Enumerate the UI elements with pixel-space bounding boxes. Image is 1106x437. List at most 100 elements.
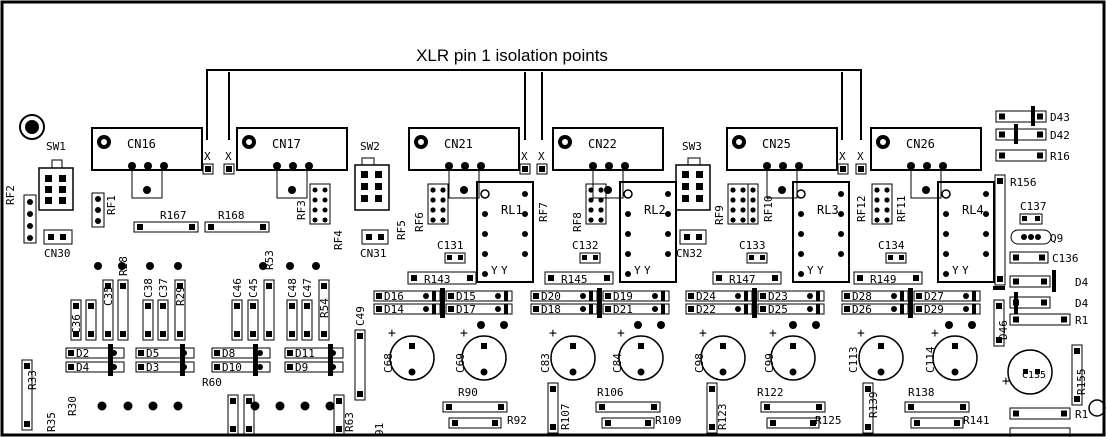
label-y: Y <box>817 264 824 277</box>
resistor-r1-b: R1 <box>1009 407 1088 421</box>
label-plus: + <box>388 326 396 341</box>
label-c69: C69 <box>454 353 467 373</box>
resistor-r123-body <box>706 382 718 434</box>
label-r149: R149 <box>870 273 897 286</box>
label-d4x: D4 <box>1075 276 1089 289</box>
label-c37: C37 <box>157 278 170 298</box>
label-r147: R147 <box>729 273 756 286</box>
resistor-r149: R149 <box>853 271 923 286</box>
rf3-rf4: RF3 RF4 <box>295 183 345 250</box>
cap-c47: C47 <box>301 278 314 341</box>
svg-text:RF4: RF4 <box>332 230 345 250</box>
label-r106: R106 <box>597 386 624 399</box>
electrolytic-c69: +C69 <box>454 326 507 381</box>
label-c99: C99 <box>763 353 776 373</box>
diode-d9: D9 <box>284 361 344 374</box>
diode-d8: D8 <box>211 347 271 360</box>
cap-c45: C45 <box>247 278 260 341</box>
electrolytic-c84: +C84 <box>611 326 664 381</box>
label-rf8: RF8 <box>571 212 584 232</box>
label-rf9: RF9 <box>713 205 726 225</box>
label-r54: R54 <box>318 298 331 318</box>
svg-text:CN32: CN32 <box>676 247 703 260</box>
label-cn16: CN16 <box>127 137 156 151</box>
label-d4y: D4 <box>1075 297 1089 310</box>
label-r156: R156 <box>1010 176 1037 189</box>
label-d19: D19 <box>613 290 633 303</box>
cap-c133: C133 <box>739 239 768 264</box>
label-d11: D11 <box>295 347 315 360</box>
diode-d4-right-a: D4 <box>1009 270 1089 292</box>
label-rl3: RL3 <box>817 203 839 217</box>
label-d18: D18 <box>541 303 561 316</box>
diagram-title: XLR pin 1 isolation points <box>416 46 608 65</box>
diode-d21: D21 <box>602 303 670 316</box>
cap-c36: C36 <box>70 299 83 341</box>
label-d8: D8 <box>222 347 235 360</box>
resistor-bottom-c <box>333 394 345 436</box>
label-d42: D42 <box>1050 129 1070 142</box>
resistor-pack-rf11: RF11 <box>871 183 908 225</box>
label-q9: Q9 <box>1050 232 1063 245</box>
label-r125: R125 <box>815 414 842 427</box>
rf1: RF1 <box>91 192 118 228</box>
label-c68: C68 <box>382 353 395 373</box>
cap-c132: C132 <box>572 239 601 264</box>
svg-text:CN30: CN30 <box>44 247 71 260</box>
electrolytic-c68: + C68 <box>382 326 435 381</box>
diode-d42: D42 <box>995 124 1070 144</box>
mounting-hole <box>19 114 45 140</box>
isolation-point-1: X <box>202 150 214 175</box>
svg-text:RF2: RF2 <box>4 185 17 205</box>
label-d24: D24 <box>696 290 716 303</box>
label-plus: + <box>1002 374 1010 389</box>
cap-c37: C37 <box>157 278 170 341</box>
label-r138: R138 <box>908 386 935 399</box>
label-c134: C134 <box>878 239 905 252</box>
label-c98: C98 <box>693 353 706 373</box>
isolation-point-2: X <box>223 150 235 175</box>
label-d16: D16 <box>384 290 404 303</box>
diode-d20: D20 <box>530 290 598 303</box>
svg-text:RF1: RF1 <box>105 195 118 215</box>
diode-d46-body <box>993 299 1005 347</box>
resistor-r109: R109 <box>601 414 682 429</box>
electrolytic-c83: +C83 <box>539 326 596 381</box>
cap-c46: C46 <box>231 278 244 341</box>
label-d43: D43 <box>1050 111 1070 124</box>
resistor-r143: R143 <box>407 271 477 286</box>
resistor-r29: R29 <box>174 279 187 341</box>
electrolytic-c98: +C98 <box>693 326 746 381</box>
label-cn21: CN21 <box>444 137 473 151</box>
resistor-r90: R90 <box>442 386 508 413</box>
label-r35: R35 <box>45 412 58 432</box>
label-r90: R90 <box>458 386 478 399</box>
diode-d2: D2 <box>65 347 125 360</box>
label-r123: R123 <box>716 404 729 431</box>
resistor-bottom-b <box>243 394 255 436</box>
label-c83: C83 <box>539 353 552 373</box>
resistor-r139-body <box>862 382 874 434</box>
electrolytic-c114: +C114 <box>924 326 978 381</box>
label-y: Y <box>952 264 959 277</box>
label-rl4: RL4 <box>962 203 984 217</box>
diode-d23: D23 <box>757 290 825 303</box>
diode-d14: D14 <box>373 303 441 316</box>
resistor-r106: R106 <box>595 386 661 413</box>
rf2-resistor-pack: RF2 <box>4 185 37 244</box>
label-cn25: CN25 <box>762 137 791 151</box>
label-r63: R63 <box>343 412 356 432</box>
resistor-r141: R141 <box>910 414 990 429</box>
label-c113: C113 <box>847 347 860 374</box>
label-rf12: RF12 <box>855 196 868 223</box>
label-c135: C135 <box>1022 370 1046 381</box>
isolation-point-3: X <box>519 150 531 175</box>
label-c133: C133 <box>739 239 766 252</box>
label-y: Y <box>807 264 814 277</box>
label-d27: D27 <box>924 290 944 303</box>
label-r141: R141 <box>963 414 990 427</box>
label-d5: D5 <box>146 347 159 360</box>
diode-d17: D17 <box>445 303 513 316</box>
